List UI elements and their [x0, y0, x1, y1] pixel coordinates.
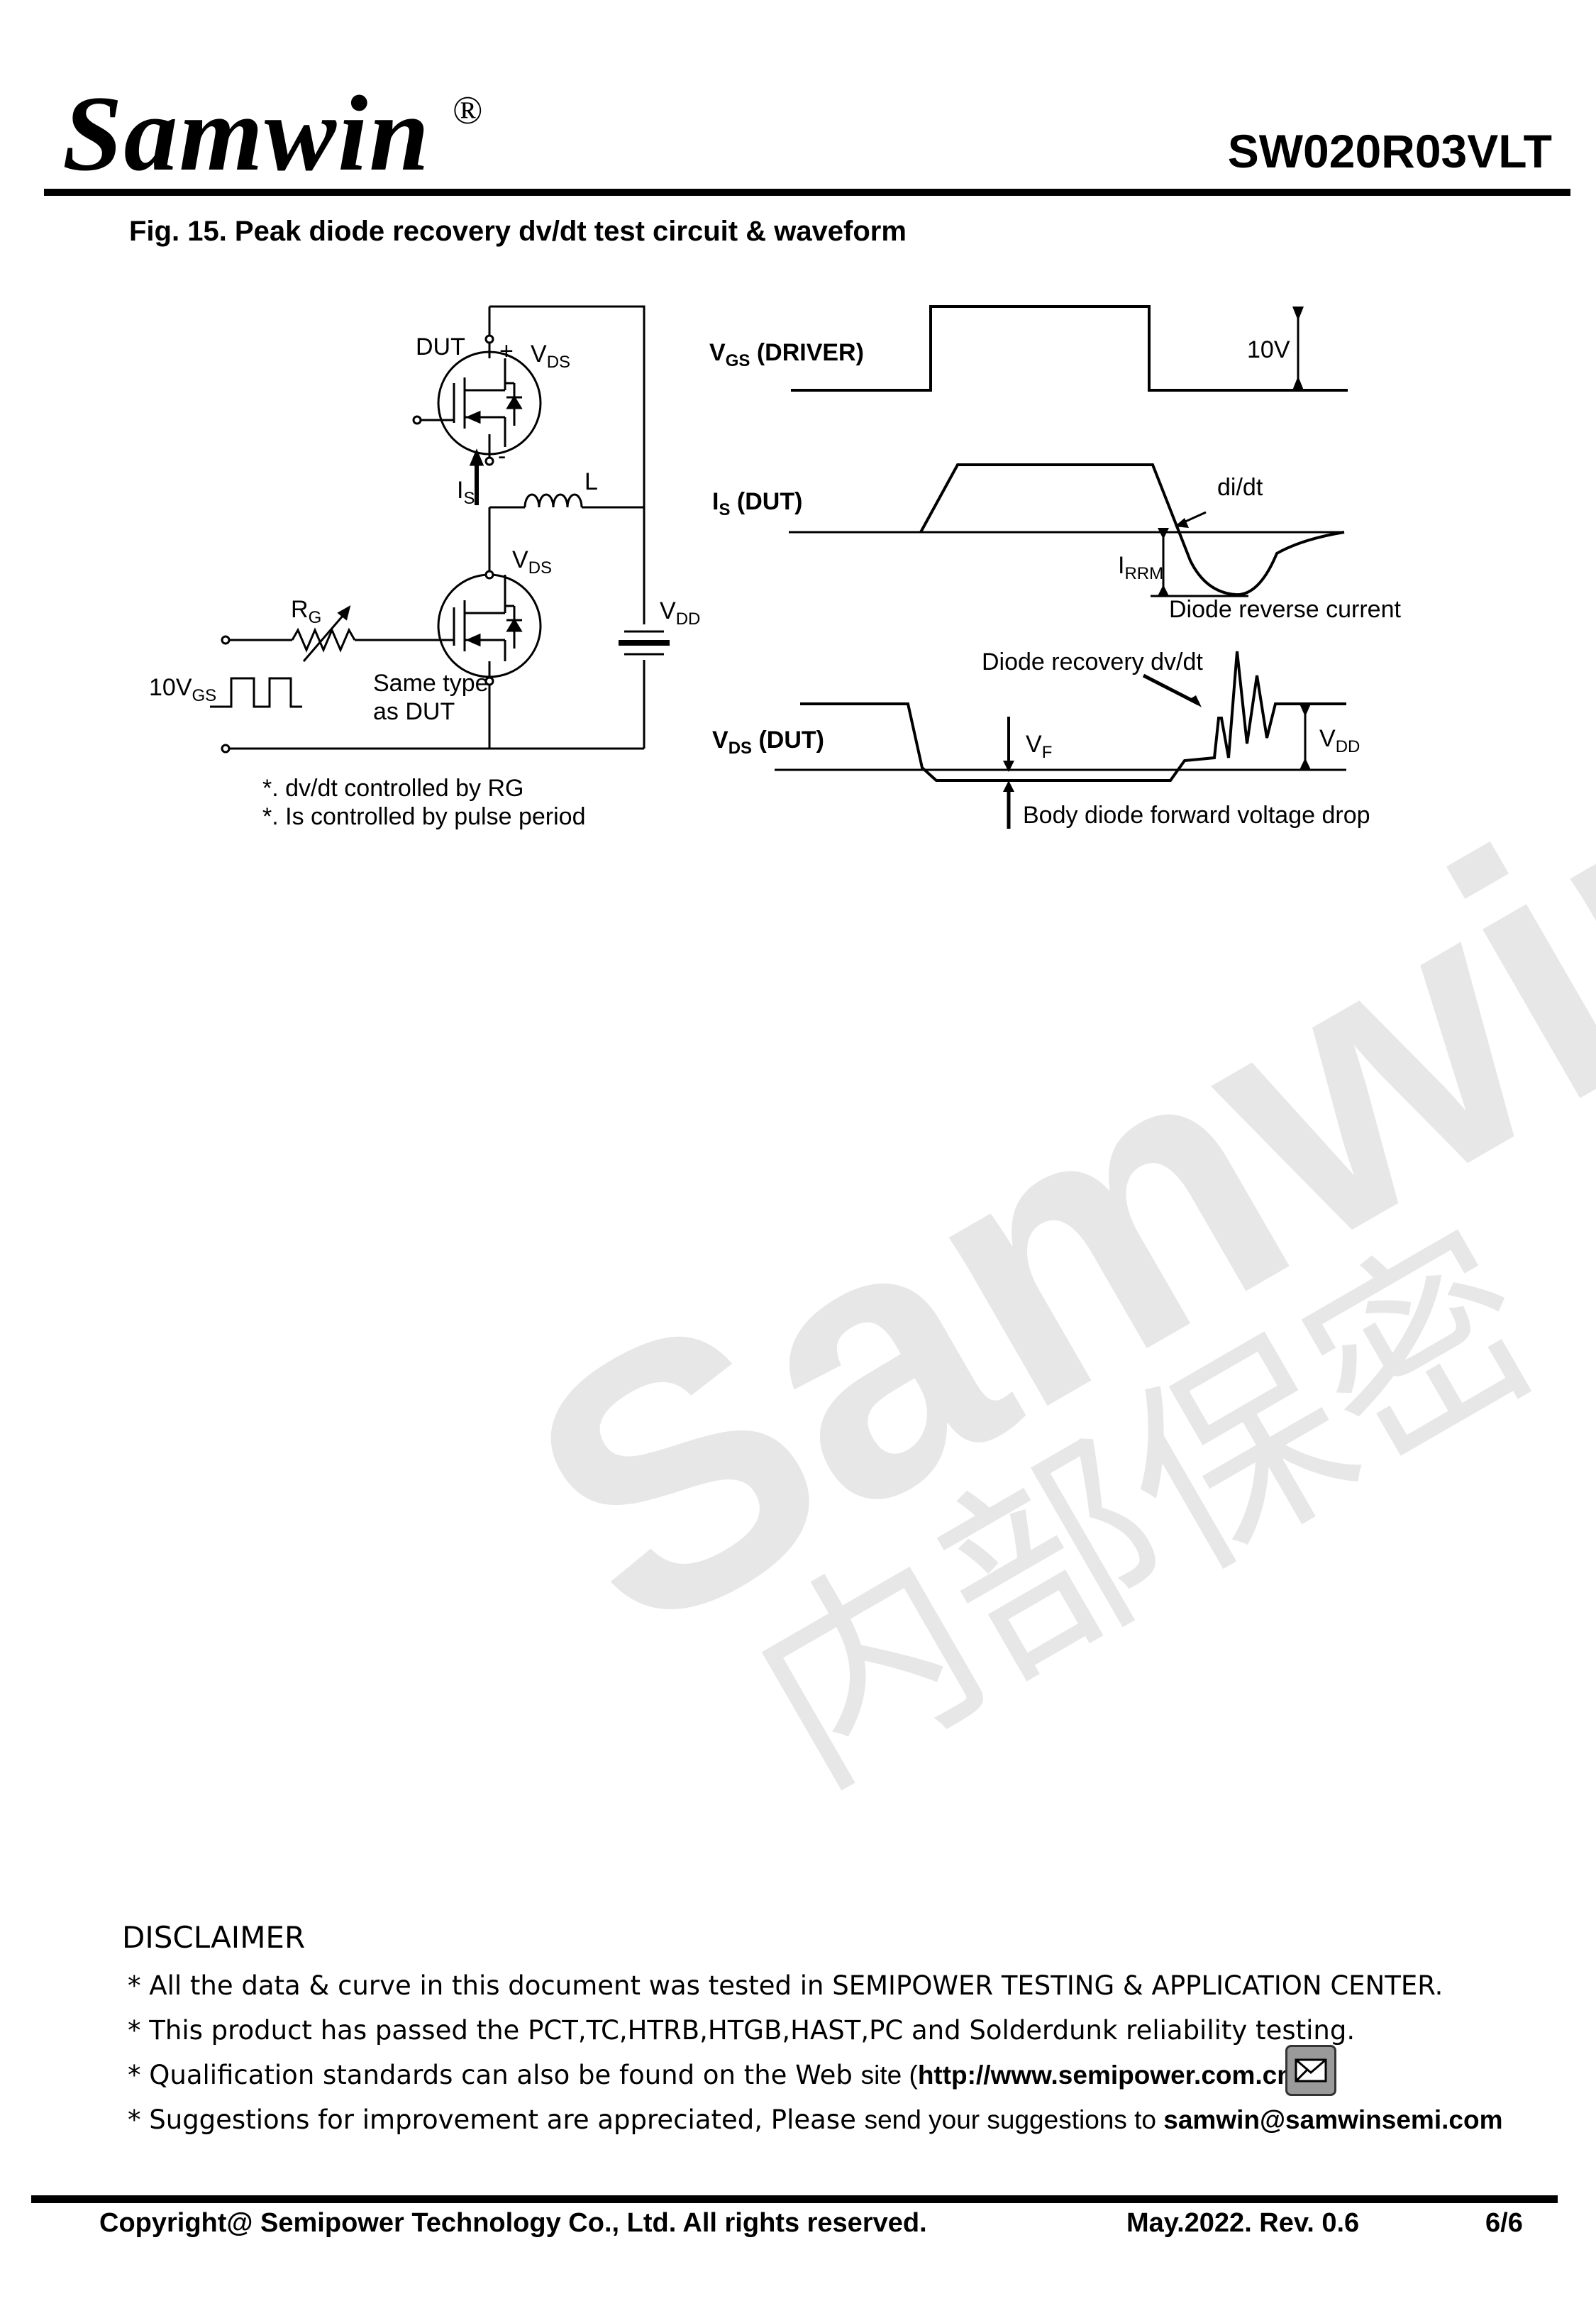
inductor-label: L	[584, 468, 598, 495]
inductor-symbol	[523, 493, 583, 508]
disclaimer-line-4-text: * Suggestions for improvement are apprec…	[128, 2104, 865, 2135]
diode-reverse-label: Diode reverse current	[1169, 596, 1401, 623]
waveform-vdd-v: V	[1319, 725, 1336, 752]
vds-dut-rest: (DUT)	[752, 727, 824, 754]
disclaimer-line-1: * All the data & curve in this document …	[128, 1970, 1443, 2001]
resistor-variable-arrow	[302, 609, 349, 662]
vf-v: V	[1026, 731, 1042, 758]
vgs-driver-v: V	[709, 339, 726, 366]
dut-label: DUT	[416, 333, 465, 360]
figure-title: Fig. 15. Peak diode recovery dv/dt test …	[129, 216, 907, 247]
copyright-text: Copyright@ Semipower Technology Co., Ltd…	[99, 2208, 927, 2238]
disclaimer-line-2: * This product has passed the PCT,TC,HTR…	[128, 2015, 1356, 2046]
vgs-source-prefix: 10V	[149, 674, 192, 701]
waveform-vdd-sub: DD	[1336, 737, 1361, 756]
samwin-email-link[interactable]: samwin@samwinsemi.com	[1163, 2105, 1503, 2134]
is-waveform	[919, 463, 1345, 597]
vf-label: VF	[1026, 731, 1052, 762]
samwin-logo: Samwin	[62, 74, 431, 193]
is-label: IS	[457, 477, 475, 508]
circuit-wiring	[226, 305, 645, 750]
dut-vds-label: VDS	[531, 341, 570, 372]
lower-mosfet-symbol	[426, 573, 542, 678]
disclaimer-send-label: send your suggestions to	[864, 2105, 1164, 2134]
part-number: SW020R03VLT	[1227, 125, 1552, 177]
same-type-label-2: as DUT	[373, 698, 455, 725]
dut-vds-sub: DS	[547, 353, 570, 372]
vgs-driver-sub: GS	[726, 351, 750, 370]
dut-plus-label: +	[499, 338, 514, 365]
irrm-i: I	[1118, 552, 1124, 579]
footer-rule	[31, 2195, 1558, 2203]
disclaimer-site-label: site (	[860, 2060, 918, 2090]
vf-sub: F	[1042, 743, 1053, 762]
vds-dut-sub: DS	[728, 739, 752, 758]
irrm-label: IRRM	[1118, 552, 1163, 583]
recovery-label: Diode recovery dv/dt	[982, 649, 1203, 675]
is-dut-i: I	[712, 488, 719, 515]
envelope-icon[interactable]	[1285, 2045, 1336, 2096]
lower-vds-sub: DS	[528, 558, 552, 578]
gate-resistor-symbol	[291, 627, 356, 653]
is-sub: S	[463, 489, 475, 508]
page-number: 6/6	[1485, 2208, 1523, 2238]
vdd-supply-symbol	[619, 630, 670, 656]
vds-dut-v: V	[712, 727, 728, 754]
dut-mosfet-symbol	[437, 351, 542, 456]
vds-dut-label: VDS (DUT)	[712, 727, 824, 758]
note-dvdt: *. dv/dt controlled by RG	[262, 775, 524, 802]
disclaimer-line-3: * Qualification standards can also be fo…	[128, 2062, 1303, 2088]
vgs-driver-rest: (DRIVER)	[750, 339, 864, 366]
watermark: Samwin 内部保密	[467, 658, 1596, 1826]
vgs-source-label: 10VGS	[149, 674, 216, 705]
vgs-waveform	[791, 305, 1348, 392]
dut-minus-label: -	[498, 443, 506, 470]
rg-label: RG	[291, 596, 321, 627]
body-diode-label: Body diode forward voltage drop	[1023, 802, 1370, 829]
ten-volt-label: 10V	[1247, 336, 1290, 363]
rg-sub: G	[309, 608, 322, 627]
date-revision: May.2022. Rev. 0.6	[1126, 2208, 1360, 2238]
circuit-vdd-v: V	[660, 597, 676, 624]
vgs-driver-label: VGS (DRIVER)	[709, 339, 864, 370]
disclaimer-heading: DISCLAIMER	[122, 1920, 306, 1955]
irrm-sub: RRM	[1124, 564, 1163, 583]
circuit-vdd-label: VDD	[660, 597, 700, 629]
vds-waveform	[800, 651, 1346, 782]
is-dut-rest: (DUT)	[730, 488, 802, 515]
dut-vds-v: V	[531, 341, 547, 368]
note-is: *. Is controlled by pulse period	[262, 803, 585, 830]
semipower-url-link[interactable]: http://www.semipower.com.cn	[917, 2060, 1293, 2090]
registered-mark: ®	[453, 89, 483, 133]
is-i: I	[457, 477, 463, 504]
header-rule	[44, 189, 1570, 196]
gate-pulse-symbol	[210, 677, 302, 708]
didt-label: di/dt	[1217, 474, 1263, 501]
waveform-vdd-label: VDD	[1319, 725, 1360, 756]
is-dut-sub: S	[719, 500, 730, 519]
lower-vds-v: V	[512, 546, 528, 573]
rg-r: R	[291, 596, 309, 623]
disclaimer-line-3-text: * Qualification standards can also be fo…	[128, 2060, 861, 2090]
same-type-label-1: Same type	[373, 670, 489, 697]
circuit-vdd-sub: DD	[676, 609, 701, 629]
disclaimer-line-4: * Suggestions for improvement are apprec…	[128, 2107, 1502, 2133]
lower-vds-label: VDS	[512, 546, 552, 578]
envelope-glyph	[1295, 2058, 1327, 2082]
vgs-source-sub: GS	[192, 686, 217, 705]
is-dut-label: IS (DUT)	[712, 488, 802, 519]
